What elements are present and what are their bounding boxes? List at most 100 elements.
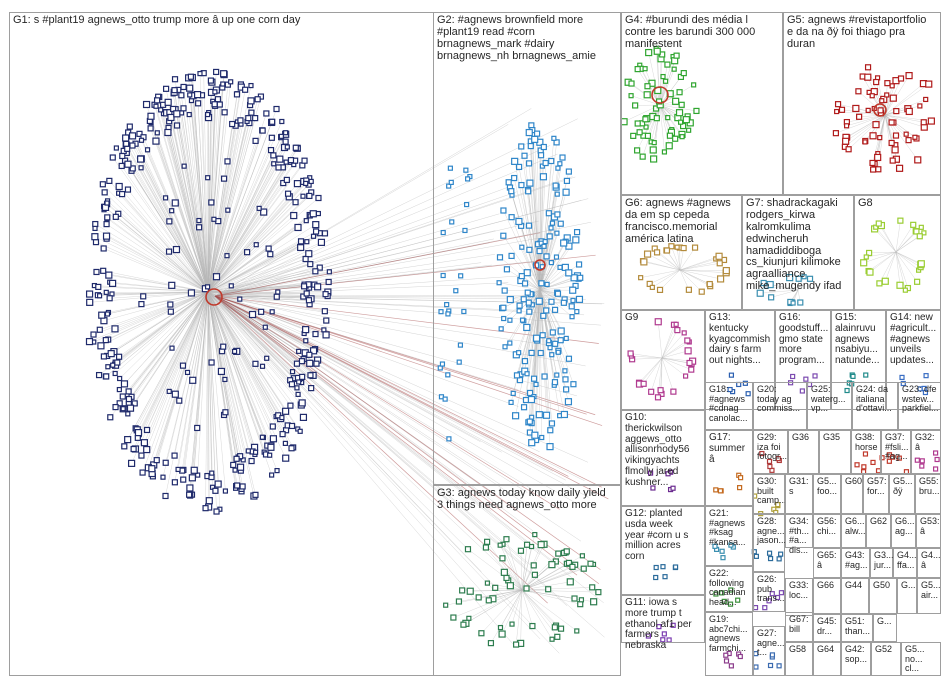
node-g1: [104, 214, 111, 221]
node-g2: [500, 304, 507, 311]
edge-g9: [643, 357, 663, 384]
edge-g1: [155, 106, 209, 293]
node-g10: [650, 485, 656, 491]
edge-g2: [539, 272, 569, 291]
node-g1-inner: [211, 216, 217, 222]
edge-g9: [661, 357, 686, 377]
group-label-g35: G35: [823, 432, 841, 442]
node-g1: [193, 91, 202, 99]
node-g12: [660, 564, 666, 570]
node-g4: [676, 89, 683, 96]
node-g1: [283, 176, 290, 184]
node-g9: [670, 388, 677, 395]
node-g1: [137, 155, 145, 163]
edge-g1: [207, 224, 316, 293]
node-g1: [322, 291, 329, 298]
node-g1: [303, 180, 309, 187]
group-box-g1: G1: s #plant19 agnews_otto trump more â …: [9, 12, 434, 676]
edge-g3: [521, 589, 558, 637]
edge-g1-to-g2: [214, 220, 539, 297]
edge-g1: [105, 291, 209, 341]
node-g9: [681, 330, 687, 336]
node-g6: [653, 249, 661, 256]
node-g1-inner: [256, 205, 262, 211]
edge-g9: [661, 341, 690, 359]
edge-g1: [203, 73, 209, 293]
node-g3: [450, 614, 457, 621]
node-g3: [509, 621, 515, 627]
edge-g5: [846, 114, 886, 127]
edge-g1: [146, 291, 209, 450]
node-g3: [529, 622, 536, 630]
node-g2: [553, 254, 560, 260]
node-g1: [187, 73, 194, 80]
node-g1: [107, 414, 114, 421]
node-g1-inner: [228, 283, 234, 289]
node-g2: [525, 160, 533, 167]
edge-g1: [151, 291, 209, 474]
edge-g1-to-g2: [214, 295, 523, 588]
node-g4: [660, 73, 666, 80]
node-g2: [528, 349, 535, 357]
node-g2: [518, 273, 525, 280]
node-g3: [580, 565, 587, 572]
edge-g1: [107, 200, 209, 293]
edge-g8: [895, 251, 901, 286]
node-g5: [889, 94, 897, 102]
node-g1: [180, 476, 187, 483]
node-g1: [279, 414, 285, 421]
node-g2: [525, 188, 532, 195]
node-g2: [557, 337, 564, 344]
node-g4: [645, 48, 653, 57]
edge-g1: [207, 99, 219, 293]
node-g1: [259, 127, 266, 134]
node-g19: [723, 658, 730, 664]
group-label-g36: G36: [792, 432, 810, 442]
group-box-g16: G16: goodstuff... gmo state more program…: [775, 310, 831, 410]
group-box-g22: G22: following canadian head...: [705, 566, 753, 612]
edge-g1-to-g2: [214, 108, 532, 297]
group-label-g34: G34: #th... #a... dis...: [789, 516, 810, 556]
group-box-g21: G21: #agnews #ksag #kansa...: [705, 506, 753, 566]
node-g5: [923, 96, 929, 103]
node-g2: [551, 379, 559, 386]
edge-g1: [207, 291, 209, 508]
edge-g1: [207, 146, 288, 293]
edge-g2: [503, 210, 541, 291]
node-g2: [548, 298, 555, 305]
node-g1: [188, 474, 196, 482]
edge-g1: [131, 291, 209, 464]
node-g2-outer: [440, 272, 446, 279]
node-g2: [570, 297, 576, 304]
node-g1: [230, 461, 237, 469]
node-g1: [173, 110, 181, 118]
group-box-g42: G42: sop...: [841, 642, 871, 676]
node-g9: [654, 318, 662, 326]
edge-g2: [515, 289, 541, 416]
edge-g1: [151, 291, 209, 469]
edge-g2: [539, 289, 573, 317]
group-box-g5z: G...: [897, 578, 917, 614]
node-g4: [634, 147, 641, 154]
node-g2: [526, 418, 533, 425]
node-g3: [574, 628, 580, 634]
node-g1: [109, 279, 117, 287]
group-box-g18: G18: #agnews #cdnag canolac...: [705, 382, 753, 430]
group-box-g23: G23: dfe wstew... parkfiel...: [898, 382, 941, 430]
edge-g1: [93, 291, 209, 343]
node-g9: [684, 337, 691, 344]
node-g3: [464, 546, 472, 553]
node-g1: [304, 239, 310, 245]
group-box-g11: G11: iowa s more trump t ethanol af1 per…: [621, 595, 705, 651]
node-g1-inner: [168, 281, 176, 289]
node-g1: [95, 283, 102, 291]
node-g1-inner: [172, 245, 181, 254]
node-g1: [171, 87, 178, 94]
node-g1: [220, 70, 228, 78]
node-g32: [919, 458, 925, 464]
node-g2-outer: [464, 201, 470, 208]
node-g1: [305, 250, 313, 258]
group-label-g7: G7: shadrackagaki rodgers_kirwa kalromku…: [746, 197, 842, 293]
edge-g6: [679, 269, 690, 290]
edge-g1-to-g2: [214, 295, 568, 607]
